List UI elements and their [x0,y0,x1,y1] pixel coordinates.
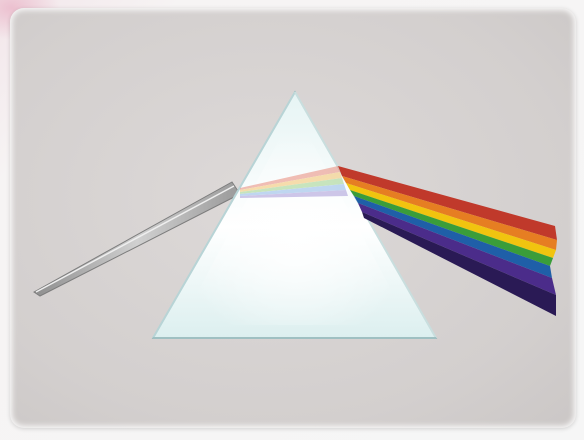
image-stage [0,0,584,440]
prism-illustration [0,0,584,440]
